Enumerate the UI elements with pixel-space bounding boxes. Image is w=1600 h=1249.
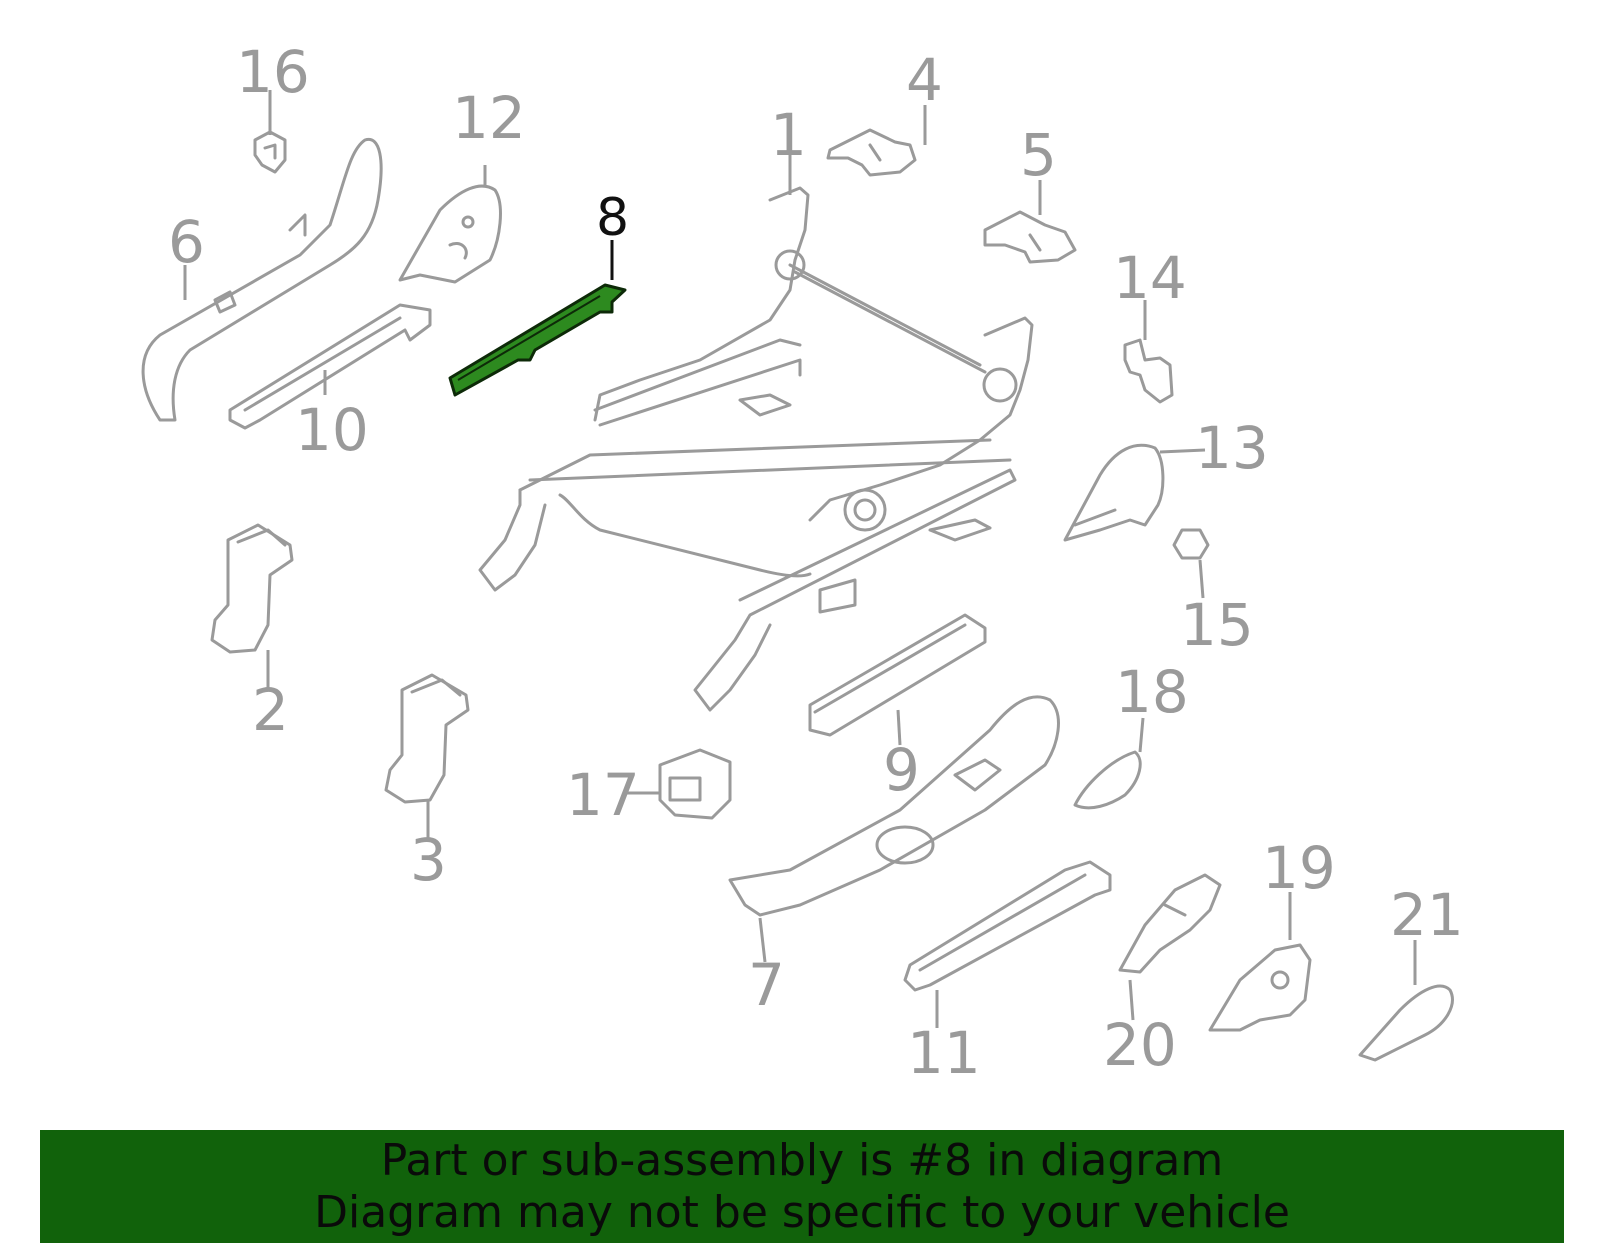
callout-5: 5 [1020,121,1057,189]
part-14-connector [1123,338,1174,404]
banner-line-1: Part or sub-assembly is #8 in diagram [380,1134,1224,1186]
callout-10: 10 [295,396,369,464]
part-11-track-cover [903,860,1112,992]
callout-11: 11 [907,1019,981,1087]
part-3-trim-cover [384,673,470,804]
part-7-outer-shield [728,695,1060,917]
part-6-side-shield [141,137,383,422]
part-2-trim-cover [210,523,294,654]
callout-18: 18 [1115,658,1189,726]
part-16-clip [253,130,287,174]
part-18-knob-cover [1073,750,1142,810]
part-1-seat-frame [478,186,1034,712]
part-17-switch [658,748,732,820]
callout-labels: 1 2 3 4 5 6 7 8 9 10 11 12 13 14 15 16 1… [168,38,1464,1087]
part-9-rail-cover [808,613,987,737]
callout-17: 17 [566,761,640,829]
callout-4: 4 [906,46,943,114]
callout-12: 12 [452,84,526,152]
part-10-track-cover [228,303,432,430]
callout-2: 2 [252,676,289,744]
part-8-track-rail-highlighted [448,283,627,397]
callout-7: 7 [748,951,785,1019]
banner-line-2: Diagram may not be specific to your vehi… [314,1186,1290,1238]
callout-21: 21 [1390,881,1464,949]
callout-1: 1 [770,101,807,169]
callout-13: 13 [1195,414,1269,482]
part-5-bracket [983,210,1077,264]
part-12-inner-cover [398,184,502,284]
callout-3: 3 [410,826,447,894]
part-4-bracket [826,128,917,177]
callout-20: 20 [1103,1011,1177,1079]
part-20-bracket [1118,873,1222,974]
part-19-cover [1208,943,1312,1032]
part-15-nut [1172,528,1210,560]
callout-9: 9 [883,736,920,804]
part-21-handle [1358,984,1454,1062]
leader-lines [183,90,1417,1028]
callout-8: 8 [596,188,629,248]
part-13-recliner-cover [1063,443,1165,542]
callout-16: 16 [236,38,310,106]
callout-19: 19 [1262,834,1336,902]
callout-15: 15 [1180,591,1254,659]
part-info-banner: Part or sub-assembly is #8 in diagram Di… [40,1130,1564,1243]
callout-6: 6 [168,208,205,276]
callout-14: 14 [1113,244,1187,312]
